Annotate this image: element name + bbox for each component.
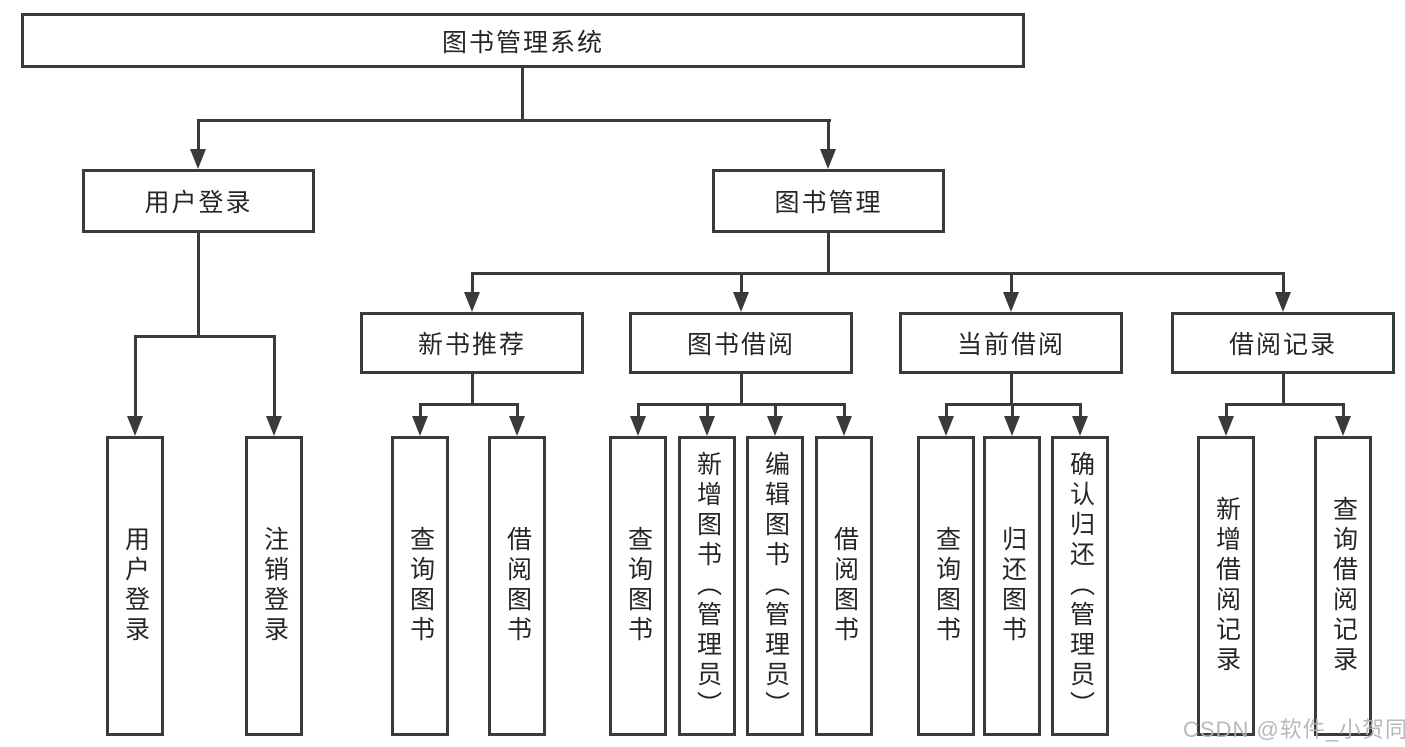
leaf-add-books-admin-label: 新增图书（管理员）	[693, 451, 722, 721]
leaf-borrow-query-books: 查询图书	[609, 436, 667, 736]
arrowhead-icon	[266, 416, 282, 436]
connector-l3-branch	[471, 272, 1285, 275]
arrowhead-icon	[1335, 416, 1351, 436]
leaf-logout: 注销登录	[245, 436, 303, 736]
connector-shaft-leaf	[419, 403, 422, 419]
leaf-add-borrow-record: 新增借阅记录	[1197, 436, 1255, 736]
leaf-user-login-label: 用户登录	[121, 526, 150, 646]
node-new-book-recommend: 新书推荐	[360, 312, 584, 374]
connector-shaft-borrow-records	[1282, 272, 1285, 294]
node-current-borrow: 当前借阅	[899, 312, 1123, 374]
leaf-newbook-query-books: 查询图书	[391, 436, 449, 736]
leaf-edit-books-admin: 编辑图书（管理员）	[746, 436, 804, 736]
connector-shaft-leaf	[516, 403, 519, 419]
leaf-add-borrow-record-label: 新增借阅记录	[1212, 496, 1241, 676]
node-user-login: 用户登录	[82, 169, 315, 233]
connector-shaft-leaf	[1225, 403, 1228, 419]
connector-shaft-leaf	[1011, 403, 1014, 419]
connector-shaft-leaf	[843, 403, 846, 419]
node-root-system: 图书管理系统	[21, 13, 1025, 68]
connector-shaft-current-borrow	[1010, 272, 1013, 294]
leaf-newbook-query-books-label: 查询图书	[406, 526, 435, 646]
arrowhead-icon	[820, 149, 836, 169]
arrowhead-icon	[1218, 416, 1234, 436]
connector-shaft-leaf-user-login	[134, 335, 137, 418]
connector-borrow-records-stem	[1282, 374, 1285, 405]
connector-shaft-leaf	[706, 403, 709, 419]
arrowhead-icon	[630, 416, 646, 436]
connector-book-borrow-branch	[637, 403, 846, 406]
connector-root-stem	[521, 68, 524, 121]
node-borrow-records: 借阅记录	[1171, 312, 1395, 374]
connector-shaft-new-book	[471, 272, 474, 294]
arrowhead-icon	[1275, 292, 1291, 312]
arrowhead-icon	[938, 416, 954, 436]
connector-shaft-book-mgmt	[827, 119, 830, 152]
connector-new-book-stem	[471, 374, 474, 405]
connector-shaft-user-login	[197, 119, 200, 152]
connector-shaft-leaf	[945, 403, 948, 419]
leaf-confirm-return-admin: 确认归还（管理员）	[1051, 436, 1109, 736]
node-book-management: 图书管理	[712, 169, 945, 233]
leaf-current-query-books: 查询图书	[917, 436, 975, 736]
arrowhead-icon	[1003, 292, 1019, 312]
connector-l1-branch	[197, 119, 831, 122]
connector-shaft-leaf	[1342, 403, 1345, 419]
arrowhead-icon	[190, 149, 206, 169]
node-new-book-recommend-label: 新书推荐	[417, 331, 526, 359]
arrowhead-icon	[1004, 416, 1020, 436]
node-root-system-label: 图书管理系统	[441, 28, 604, 57]
leaf-newbook-borrow-books-label: 借阅图书	[503, 526, 532, 646]
connector-shaft-book-borrow	[740, 272, 743, 294]
arrowhead-icon	[1072, 416, 1088, 436]
connector-shaft-leaf	[774, 403, 777, 419]
connector-current-borrow-stem	[1010, 374, 1013, 405]
leaf-current-query-books-label: 查询图书	[932, 526, 961, 646]
connector-shaft-leaf-logout	[273, 335, 276, 418]
connector-shaft-leaf	[1079, 403, 1082, 419]
leaf-logout-label: 注销登录	[260, 526, 289, 646]
leaf-newbook-borrow-books: 借阅图书	[488, 436, 546, 736]
connector-book-borrow-stem	[740, 374, 743, 405]
connector-new-book-branch	[419, 403, 519, 406]
leaf-query-borrow-record: 查询借阅记录	[1314, 436, 1372, 736]
node-book-borrow: 图书借阅	[629, 312, 853, 374]
connector-borrow-records-branch	[1225, 403, 1345, 406]
connector-user-login-branch	[134, 335, 276, 338]
arrowhead-icon	[767, 416, 783, 436]
node-user-login-label: 用户登录	[144, 189, 253, 217]
leaf-borrow-borrow-books-label: 借阅图书	[830, 526, 859, 646]
node-current-borrow-label: 当前借阅	[956, 331, 1065, 359]
leaf-borrow-query-books-label: 查询图书	[624, 526, 653, 646]
leaf-add-books-admin: 新增图书（管理员）	[678, 436, 736, 736]
arrowhead-icon	[733, 292, 749, 312]
arrowhead-icon	[836, 416, 852, 436]
leaf-edit-books-admin-label: 编辑图书（管理员）	[761, 451, 790, 721]
arrowhead-icon	[464, 292, 480, 312]
connector-shaft-leaf	[637, 403, 640, 419]
arrowhead-icon	[412, 416, 428, 436]
leaf-return-books: 归还图书	[983, 436, 1041, 736]
arrowhead-icon	[699, 416, 715, 436]
arrowhead-icon	[509, 416, 525, 436]
leaf-confirm-return-admin-label: 确认归还（管理员）	[1066, 451, 1095, 721]
node-book-borrow-label: 图书借阅	[686, 331, 795, 359]
node-book-management-label: 图书管理	[774, 189, 883, 217]
connector-user-login-stem	[197, 233, 200, 337]
leaf-query-borrow-record-label: 查询借阅记录	[1329, 496, 1358, 676]
arrowhead-icon	[127, 416, 143, 436]
node-borrow-records-label: 借阅记录	[1228, 331, 1337, 359]
csdn-watermark: CSDN @软件_小贺同学	[1183, 717, 1405, 742]
leaf-return-books-label: 归还图书	[998, 526, 1027, 646]
leaf-borrow-borrow-books: 借阅图书	[815, 436, 873, 736]
leaf-user-login: 用户登录	[106, 436, 164, 736]
connector-book-mgmt-stem	[827, 233, 830, 274]
